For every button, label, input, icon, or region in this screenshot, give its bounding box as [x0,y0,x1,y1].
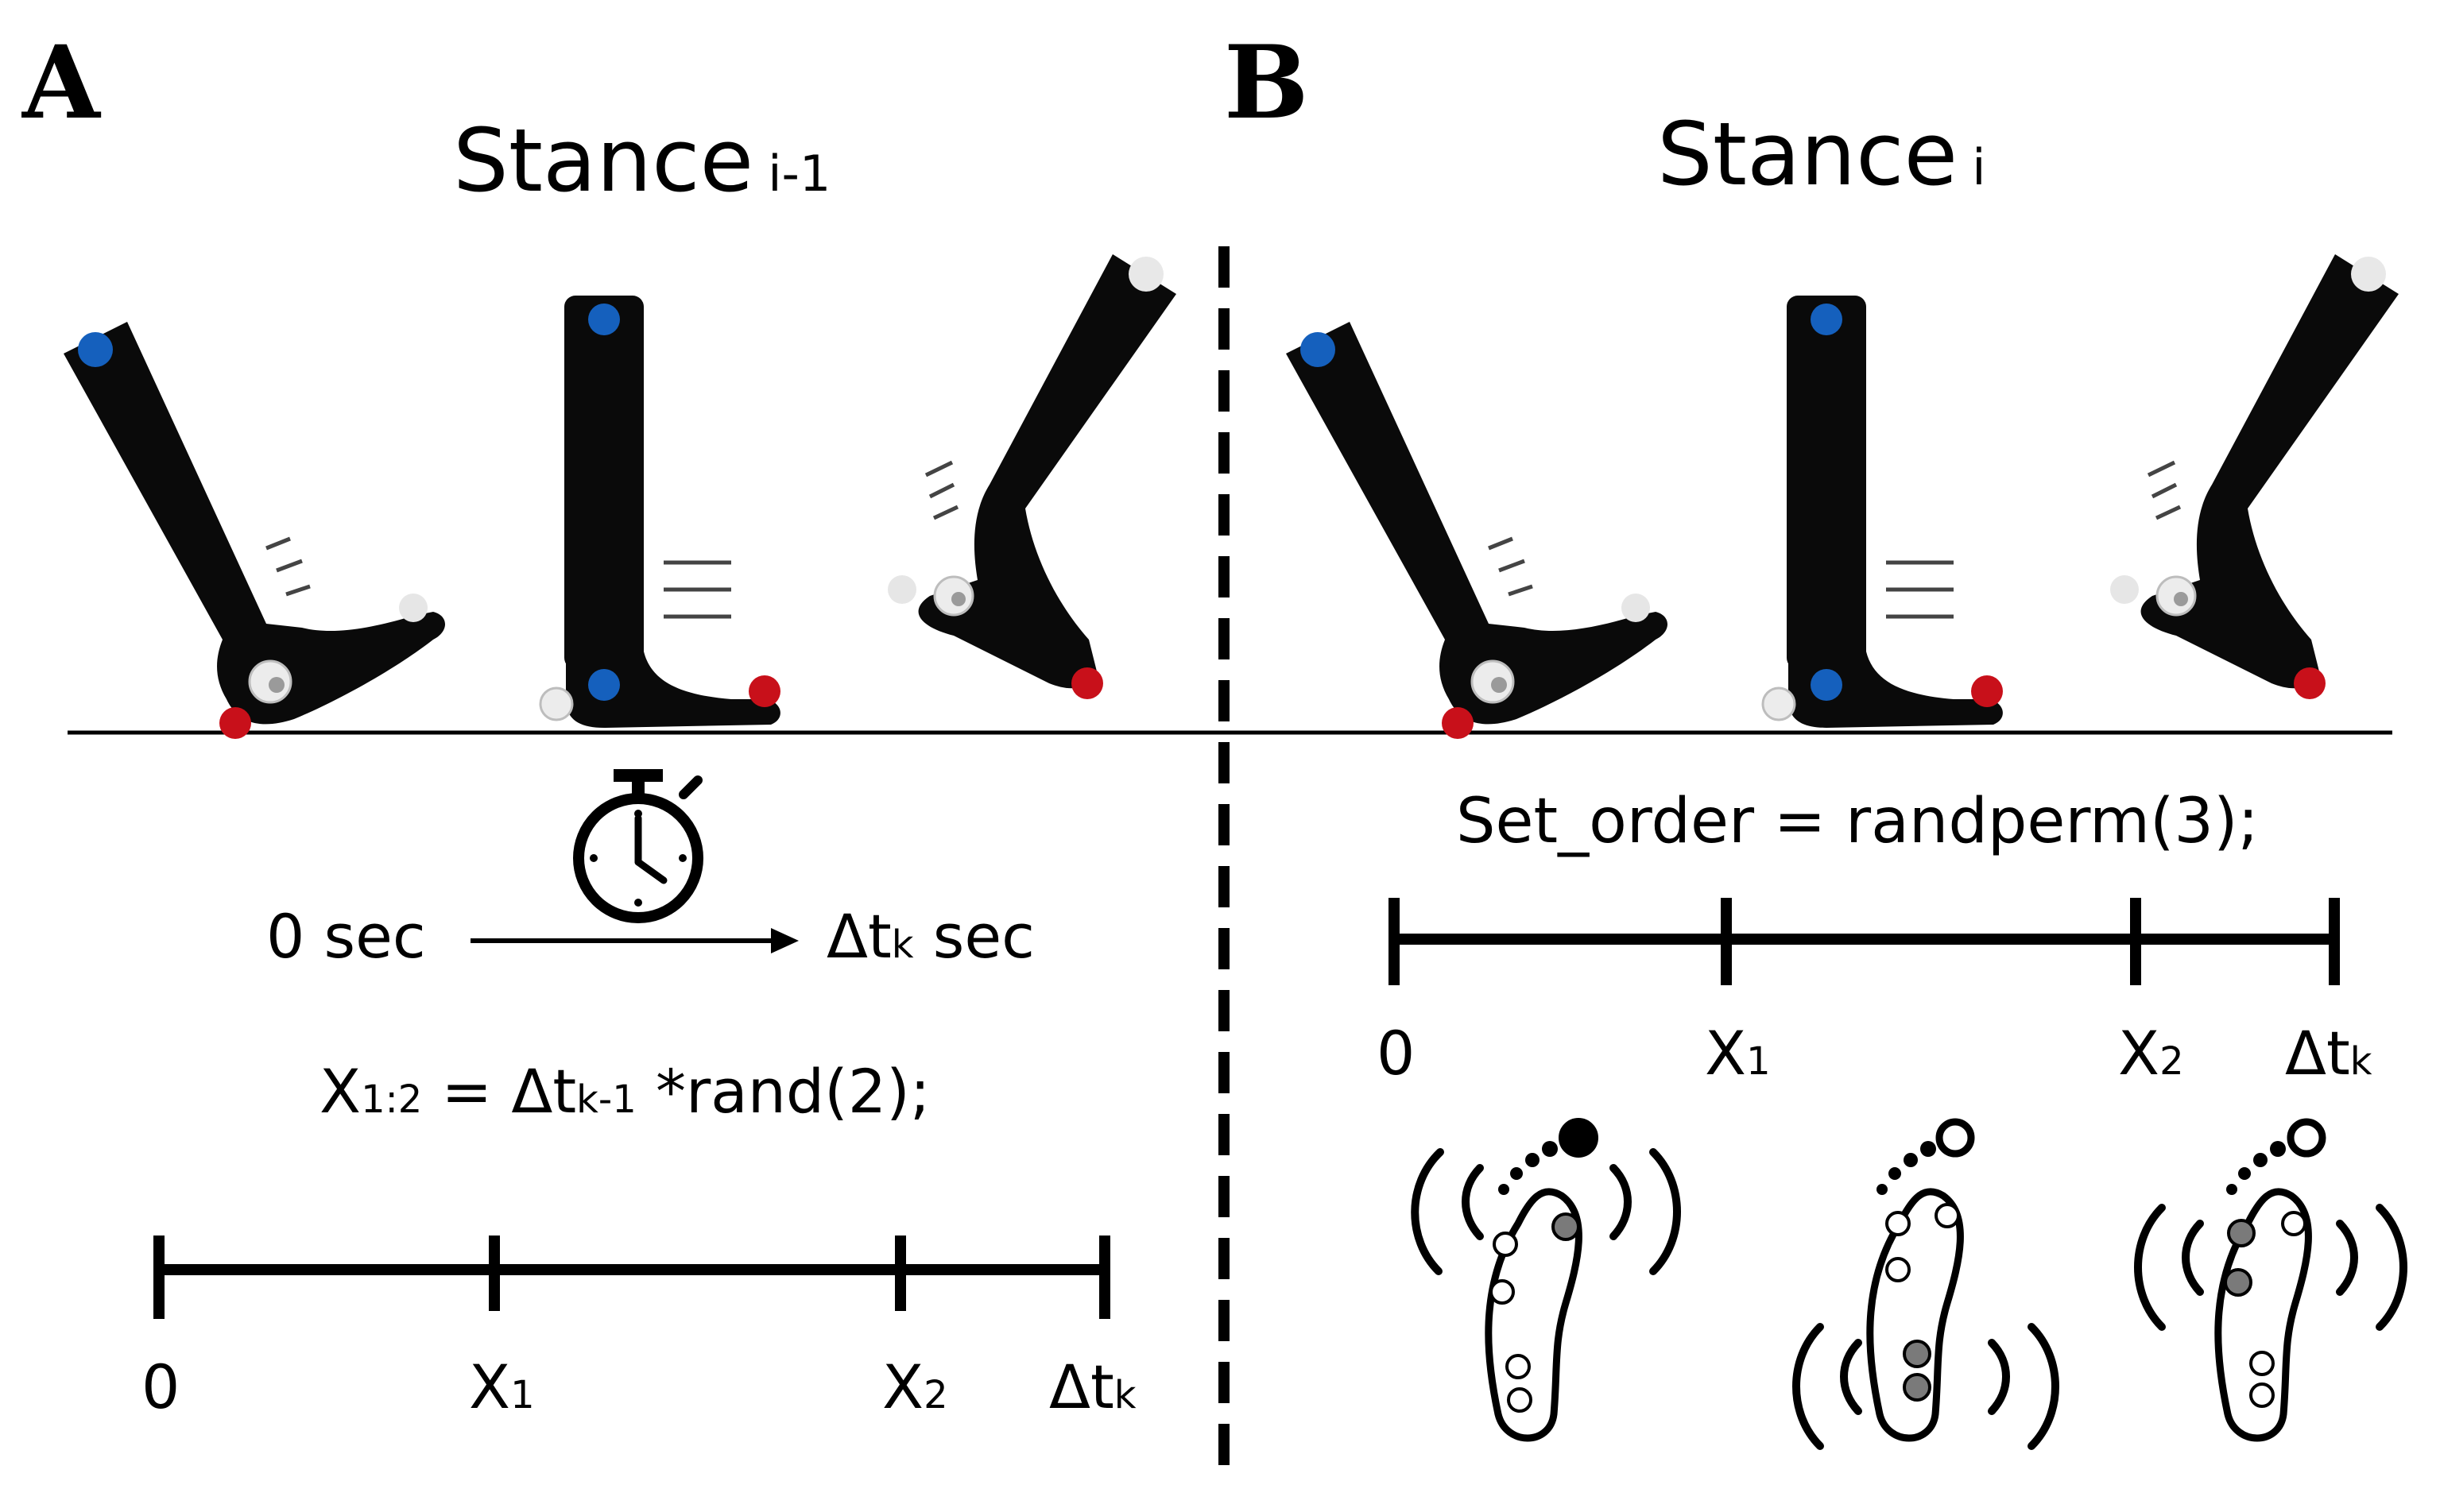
foot-sensor-icon-midfoot [2214,1118,2326,1442]
timeline-a [153,1236,1110,1319]
timeline-a-label-x2: X2 [882,1352,948,1422]
panel-letter-a: A [21,24,102,141]
timeline-b-label-0: 0 [1377,1018,1415,1089]
vibration-wave-icon-heel [1792,1323,2059,1450]
timeline-a-label-0: 0 [141,1352,180,1422]
leg-flat-foot-b [1761,296,2003,728]
foot-sensor-icon-forefoot [1485,1118,1598,1442]
leg-flat-foot-a [539,296,780,728]
stopwatch-icon [573,769,703,923]
set-order-code: Set_order = randperm(3); [1456,786,2259,857]
interval-formula: X1:2 = Δtk-1 *rand(2); [320,1056,930,1127]
leg-toe-off-a [888,254,1176,699]
leg-toe-off-b [2110,254,2399,699]
vibration-wave-icon-forefoot [1411,1148,1681,1275]
timer-end-label: Δtk sec [827,901,1035,972]
timeline-b-label-x2: X2 [2118,1018,2184,1089]
panel-letter-b: B [1224,24,1309,141]
arrow-right-icon [471,928,799,953]
timeline-b-label-x1: X1 [1705,1018,1771,1089]
timeline-a-label-dtk: Δtk [1049,1352,1137,1422]
timeline-b-label-dtk: Δtk [2285,1018,2372,1089]
timer-start-label: 0 sec [266,901,426,972]
foot-sensor-icon-heel [1866,1118,1975,1442]
vibration-wave-icon-midfoot [2134,1204,2407,1331]
timeline-a-label-x1: X1 [469,1352,535,1422]
leg-heel-strike-b [1286,322,1667,739]
timeline-b [1388,898,2340,985]
leg-heel-strike-a [64,322,445,739]
